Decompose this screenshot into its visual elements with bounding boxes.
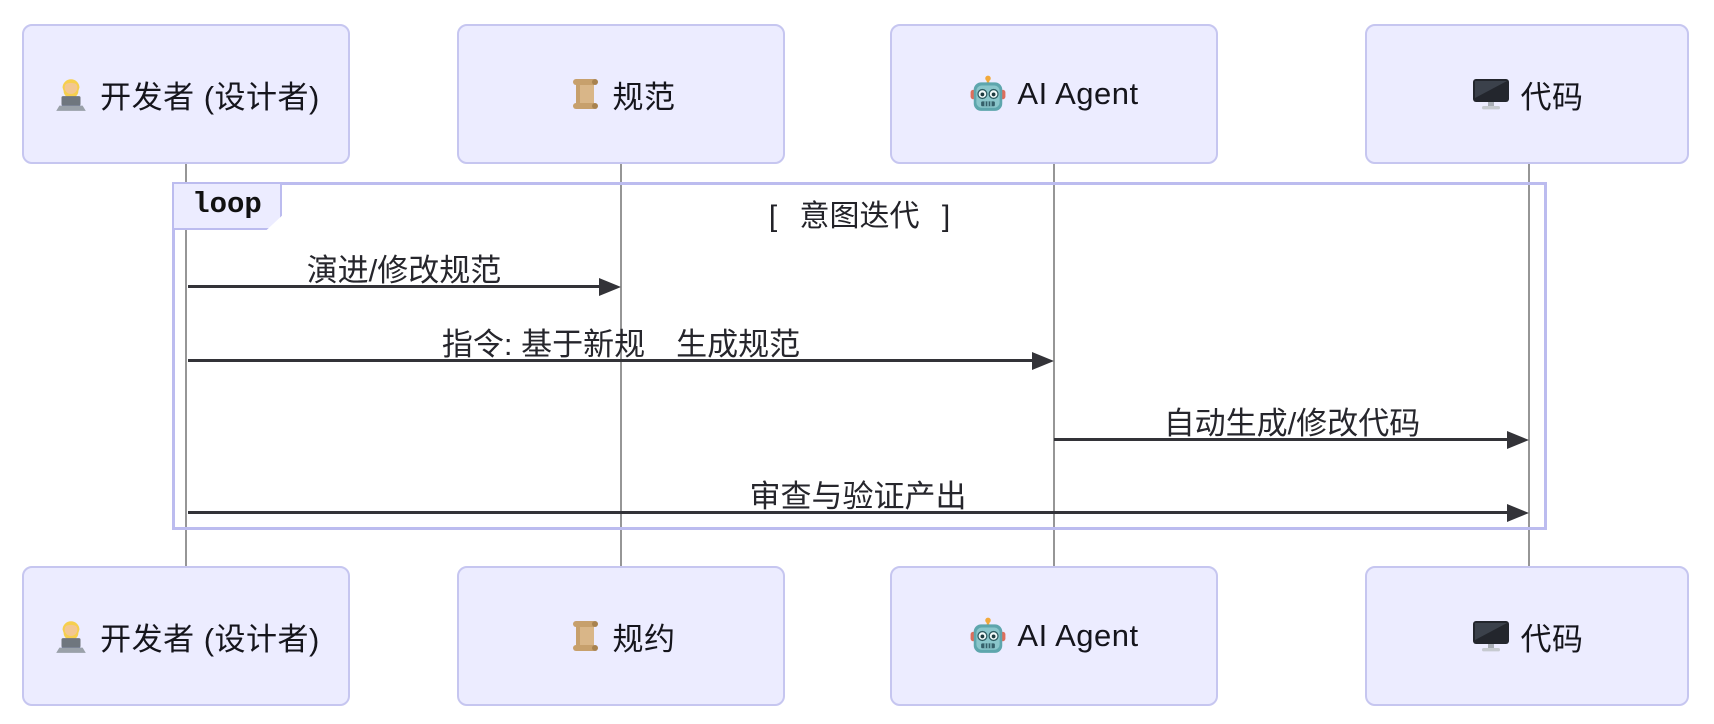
message-line — [188, 285, 601, 288]
lifeline-spec — [620, 164, 622, 566]
actor-box-spec-top: 规范 — [457, 24, 785, 164]
loop-label-text: loop — [192, 187, 262, 221]
lifeline-developer — [185, 164, 187, 566]
actor-label: 规范 — [612, 79, 676, 115]
message-line — [188, 511, 1509, 514]
robot-emoji-icon — [969, 617, 1007, 655]
actor-label: 代码 — [1520, 79, 1584, 115]
robot-emoji-icon — [969, 75, 1007, 113]
actor-label: 开发者 (设计者) — [100, 621, 320, 657]
message-line — [1054, 438, 1509, 441]
message-label: 自动生成/修改代码 — [1163, 406, 1421, 441]
technologist-emoji-icon — [52, 617, 90, 655]
actor-label: AI Agent — [1017, 618, 1139, 653]
actor-box-code-top: 代码 — [1365, 24, 1689, 164]
actor-box-developer-bottom: 开发者 (设计者) — [22, 566, 350, 706]
actor-box-spec-bottom: 规约 — [457, 566, 785, 706]
actor-box-developer-top: 开发者 (设计者) — [22, 24, 350, 164]
actor-box-code-bottom: 代码 — [1365, 566, 1689, 706]
message-label: 指令: 基于新规 生成规范 — [441, 327, 801, 362]
actor-label: 代码 — [1520, 621, 1584, 657]
arrowhead-icon — [1507, 504, 1529, 522]
arrowhead-icon — [1507, 431, 1529, 449]
desktop-computer-emoji-icon — [1471, 76, 1511, 112]
actor-box-ai-agent-bottom: AI Agent — [890, 566, 1218, 706]
loop-frame: loop [ 意图迭代 ] — [172, 182, 1547, 530]
message-label: 演进/修改规范 — [306, 253, 502, 288]
arrowhead-icon — [599, 278, 621, 296]
scroll-emoji-icon — [567, 76, 603, 112]
actor-label: 开发者 (设计者) — [100, 79, 320, 115]
actor-label: 规约 — [612, 621, 676, 657]
loop-condition-text: [ 意图迭代 ] — [768, 200, 951, 233]
message-label: 审查与验证产出 — [749, 479, 967, 514]
loop-label: loop — [172, 182, 282, 230]
actor-label: AI Agent — [1017, 76, 1139, 111]
actor-box-ai-agent-top: AI Agent — [890, 24, 1218, 164]
desktop-computer-emoji-icon — [1471, 618, 1511, 654]
scroll-emoji-icon — [567, 618, 603, 654]
technologist-emoji-icon — [52, 75, 90, 113]
arrowhead-icon — [1032, 352, 1054, 370]
lifeline-code — [1528, 164, 1530, 566]
message-line — [188, 359, 1034, 362]
lifeline-ai-agent — [1053, 164, 1055, 566]
